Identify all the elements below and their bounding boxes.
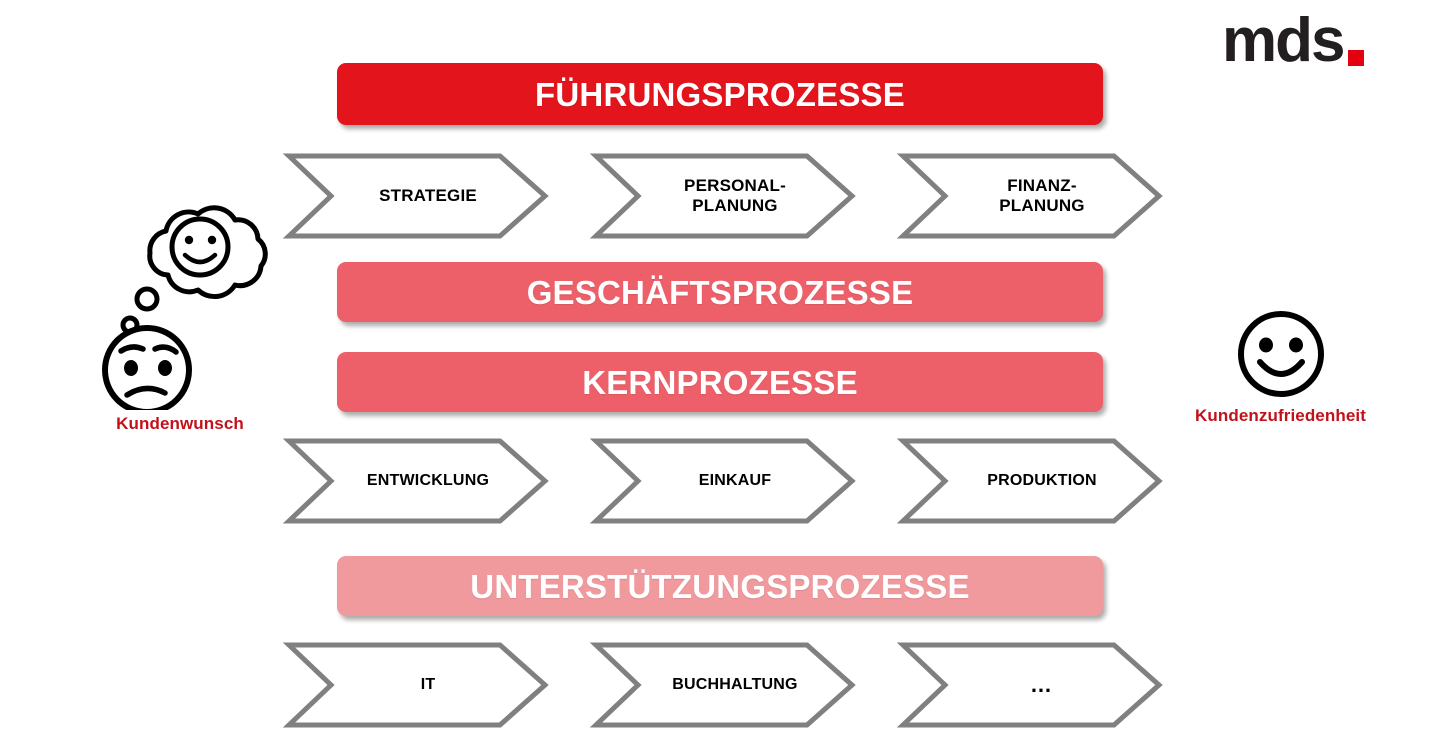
chevron-shape-icon — [896, 438, 1163, 524]
chevron-shape-icon — [896, 642, 1163, 728]
process-chevron-text: … — [951, 641, 1133, 729]
process-chevron-finanzplanung[interactable]: FINANZ- PLANUNG — [896, 152, 1163, 240]
smiley-face-icon — [1237, 311, 1324, 397]
process-chevron-strategie[interactable]: STRATEGIE — [282, 152, 549, 240]
process-chevron-text: FINANZ- PLANUNG — [951, 152, 1133, 240]
logo-wordmark: mds — [1222, 6, 1345, 75]
process-chevron-text: EINKAUF — [644, 437, 826, 525]
process-chevron-line-1: IT — [420, 675, 436, 693]
customer-wish-figure: Kundenwunsch — [60, 185, 300, 434]
band-label: FÜHRUNGSPROZESSE — [535, 75, 905, 113]
band-label: GESCHÄFTSPROZESSE — [526, 273, 914, 311]
process-chevron-line-1: PRODUKTION — [987, 471, 1097, 489]
process-chevron-text: BUCHHALTUNG — [644, 641, 826, 729]
process-chevron-buchhaltung[interactable]: BUCHHALTUNG — [589, 641, 856, 729]
process-chevron-text: PERSONAL- PLANUNG — [644, 152, 826, 240]
band-geschaeftsprozesse[interactable]: GESCHÄFTSPROZESSE — [337, 262, 1103, 322]
thinking-face-with-thought-bubble-smiley-icon — [102, 205, 268, 410]
process-chevron-line-1: FINANZ- — [1007, 175, 1077, 195]
band-label: KERNPROZESSE — [582, 363, 858, 401]
process-chevron-line-2: PLANUNG — [692, 196, 778, 215]
chevron-shape-icon — [282, 438, 549, 524]
chevron-shape-icon — [282, 642, 549, 728]
process-chevron-produktion[interactable]: PRODUKTION — [896, 437, 1163, 525]
process-chevron-line-1: EINKAUF — [698, 471, 772, 489]
band-label: UNTERSTÜTZUNGSPROZESSE — [470, 567, 970, 605]
process-chevron-text: IT — [337, 641, 519, 729]
process-chevron-line-2: PLANUNG — [999, 196, 1085, 215]
chevron-shape-icon — [589, 153, 856, 239]
process-chevron-line-1: STRATEGIE — [379, 185, 477, 205]
process-chevron-text: STRATEGIE — [337, 152, 519, 240]
customer-satisfaction-figure: Kundenzufriedenheit — [1168, 310, 1393, 426]
band-kernprozesse[interactable]: KERNPROZESSE — [337, 352, 1103, 412]
customer-wish-label: Kundenwunsch — [116, 414, 244, 433]
process-chevron-text: ENTWICKLUNG — [337, 437, 519, 525]
band-unterstuetzungsprozesse[interactable]: UNTERSTÜTZUNGSPROZESSE — [337, 556, 1103, 616]
process-chevron-entwicklung[interactable]: ENTWICKLUNG — [282, 437, 549, 525]
band-fuehrungsprozesse[interactable]: FÜHRUNGSPROZESSE — [337, 63, 1103, 125]
mds-logo: mds — [1222, 6, 1365, 75]
process-chevron-it[interactable]: IT — [282, 641, 549, 729]
process-chevron-einkauf[interactable]: EINKAUF — [589, 437, 856, 525]
process-chevron-line-1: ENTWICKLUNG — [366, 471, 490, 489]
process-chevron-line-1: BUCHHALTUNG — [672, 675, 798, 693]
customer-satisfaction-label: Kundenzufriedenheit — [1195, 406, 1366, 425]
chevron-shape-icon — [282, 153, 549, 239]
chevron-shape-icon — [896, 153, 1163, 239]
chevron-shape-icon — [589, 642, 856, 728]
process-chevron-line-1: PERSONAL- — [684, 175, 786, 195]
chevron-shape-icon — [589, 438, 856, 524]
logo-dot-icon — [1348, 49, 1365, 66]
process-chevron-weitere[interactable]: … — [896, 641, 1163, 729]
process-chevron-line-1: … — [1030, 672, 1054, 698]
process-chevron-text: PRODUKTION — [951, 437, 1133, 525]
process-chevron-personalplanung[interactable]: PERSONAL- PLANUNG — [589, 152, 856, 240]
